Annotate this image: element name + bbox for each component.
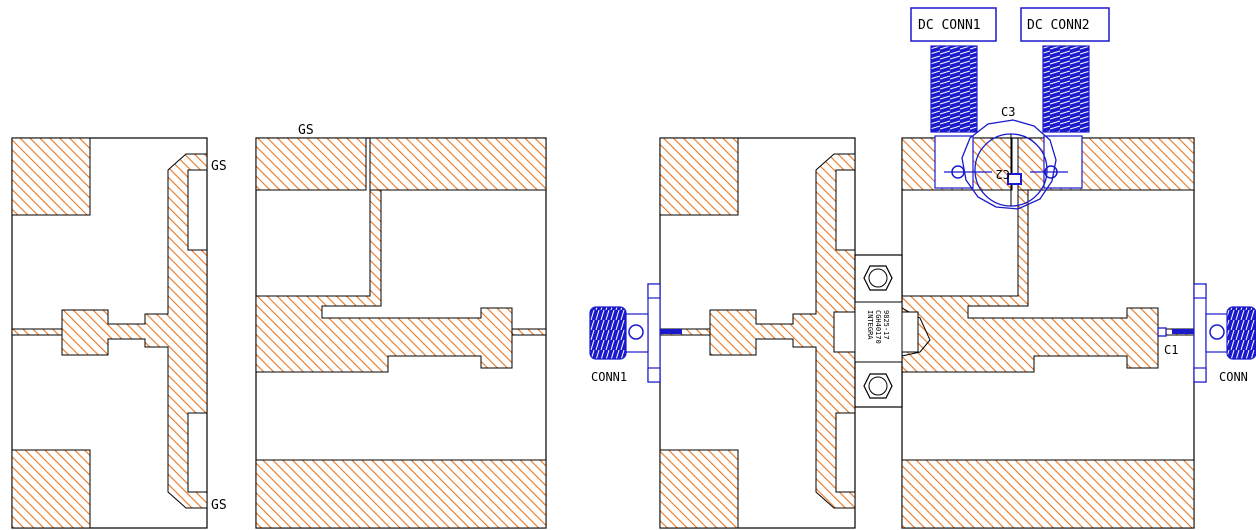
transistor-drain-lead [901, 311, 919, 353]
flange-hole-top-icon [863, 265, 893, 291]
board-4-ground-pad-bottom [901, 459, 1195, 529]
flange-hole-bottom-icon [863, 373, 893, 399]
c2-chip [1007, 173, 1022, 185]
board-2-ground-pad-tl [255, 137, 367, 191]
conn1-pin-icon [628, 324, 644, 340]
board-1-stepped-line [61, 153, 208, 509]
board-3 [659, 137, 856, 529]
board-3-ground-pad-tl [659, 137, 739, 216]
dc-conn1-coil [930, 45, 978, 133]
conn1-center-pin [660, 329, 682, 334]
conn2-flange [1193, 283, 1207, 383]
conn2-flange-tab-top [1193, 283, 1207, 299]
rf-connector-2: C1 CONN [1157, 283, 1256, 384]
conn1-label: CONN1 [591, 370, 627, 384]
board-3-ground-pad-bl [659, 449, 739, 529]
conn2-flange-tab-bottom [1193, 367, 1207, 383]
conn1-flange-tab-top [647, 283, 661, 299]
dc-conn1-box [910, 7, 997, 42]
c2-label: C2 [996, 167, 1010, 181]
transistor-package: INTEGRA CGH40170 9825-17 [833, 254, 919, 408]
gs-label-top: GS [211, 159, 227, 174]
dc-conn2-pad [1043, 135, 1083, 189]
device-mark-line3: 9825-17 [882, 310, 890, 340]
gs-label-bottom: GS [211, 498, 227, 513]
capacitor-c3: C3 C2 [944, 105, 1068, 210]
dc-connector-2: DC CONN2 [1020, 7, 1110, 189]
flange-hole-top-inner-icon [868, 268, 888, 288]
board-3-stepped-line [709, 153, 856, 509]
board-2-ground-pad-bottom [255, 459, 547, 529]
flange-hole-bottom-inner-icon [868, 376, 888, 396]
board-2: GS [255, 123, 547, 529]
dc-connector-1: DC CONN1 [910, 7, 997, 189]
board-1: GS GS [11, 137, 227, 529]
dc-conn2-label: DC CONN2 [1027, 18, 1090, 33]
conn1-flange [647, 283, 661, 383]
rf-connector-1: CONN1 [589, 283, 682, 384]
device-mark-line2: CGH40170 [874, 310, 882, 344]
dc-conn2-coil [1042, 45, 1090, 133]
board-4 [901, 137, 1195, 529]
dc-conn1-label: DC CONN1 [918, 18, 981, 33]
conn2-thread [1226, 306, 1256, 360]
c3-outer-ring [961, 119, 1057, 210]
gs-label-board2: GS [298, 123, 314, 138]
board-4-bias-line [901, 189, 1159, 373]
board-2-output-feed [511, 328, 547, 336]
conn2-label: CONN [1219, 370, 1248, 384]
conn2-center-pin [1172, 329, 1194, 334]
c3-label: C3 [1001, 105, 1015, 119]
board-1-ground-pad-tl [11, 137, 91, 216]
conn1-flange-tab-bottom [647, 367, 661, 383]
board-2-ground-pad-tr [369, 137, 547, 191]
board-2-bias-line [255, 189, 513, 373]
board-1-feed-line [11, 328, 63, 336]
board-1-ground-pad-bl [11, 449, 91, 529]
c1-chip [1157, 327, 1167, 337]
conn1-thread [589, 306, 627, 360]
device-mark-line1: INTEGRA [866, 310, 874, 340]
dc-conn2-box [1020, 7, 1110, 42]
c1-label: C1 [1164, 343, 1178, 357]
transistor-gate-lead [833, 311, 856, 353]
conn2-body [1205, 313, 1229, 353]
conn2-pin-icon [1209, 324, 1225, 340]
